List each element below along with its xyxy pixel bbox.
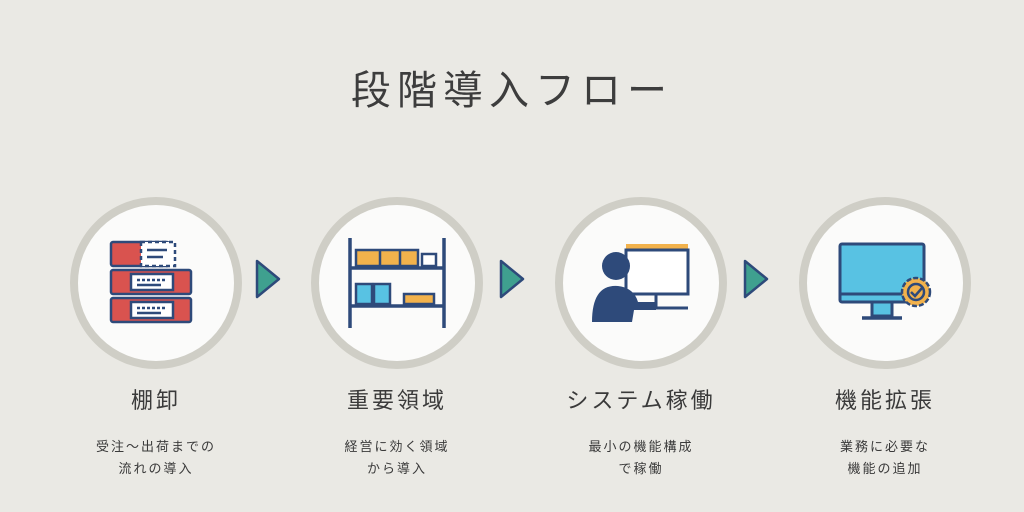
- step-label: 棚卸: [130, 389, 181, 414]
- person-at-computer-icon: [592, 244, 690, 322]
- step-inventory: 棚卸 受注〜出荷までの 流れの導入: [56, 197, 256, 481]
- step-label: 重要領域: [346, 389, 447, 414]
- arrow-right-icon: [498, 258, 526, 300]
- arrow-right-icon: [742, 258, 770, 300]
- step-description: 受注〜出荷までの 流れの導入: [95, 440, 216, 477]
- step-circle: [799, 197, 971, 369]
- step-description: 経営に効く領域 から導入: [344, 440, 450, 477]
- monitor-check-icon: [838, 242, 932, 320]
- step-circle: [311, 197, 483, 369]
- shelf-icon: [348, 238, 446, 328]
- step-system-operation: システム稼働 最小の機能構成 で稼働: [541, 197, 741, 481]
- step-circle: [555, 197, 727, 369]
- step-feature-expansion: 機能拡張 業務に必要な 機能の追加: [785, 197, 985, 481]
- step-description: 業務に必要な 機能の追加: [839, 440, 930, 477]
- step-label: システム稼働: [566, 389, 716, 414]
- step-circle: [70, 197, 242, 369]
- arrow-right-icon: [254, 258, 282, 300]
- step-description: 最小の機能構成 で稼働: [588, 440, 694, 477]
- step-label: 機能拡張: [834, 389, 935, 414]
- document-stack-icon: [109, 240, 193, 324]
- step-priority-area: 重要領域 経営に効く領域 から導入: [297, 197, 497, 481]
- page-title: 段階導入フロー: [351, 68, 673, 114]
